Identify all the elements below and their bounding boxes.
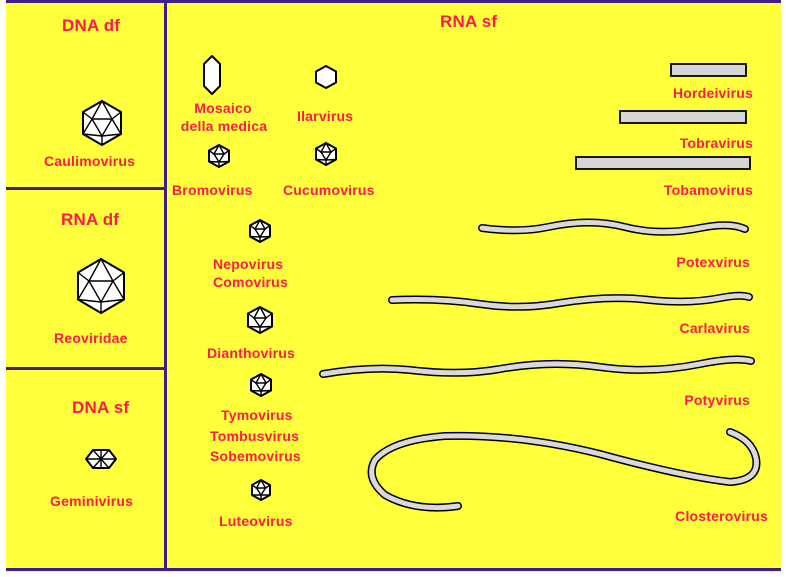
potexvirus-filament [482,223,745,232]
label-sobemovirus: Sobemovirus [210,448,301,464]
reoviridae-icon [78,259,124,313]
label-reoviridae: Reoviridae [54,330,128,346]
label-potyvirus: Potyvirus [620,392,750,408]
tobravirus-rod [620,111,746,123]
hordeivirus-rod [671,64,746,76]
section-title-dna-sf: DNA sf [72,398,129,418]
label-geminivirus: Geminivirus [50,493,133,509]
label-comovirus: Comovirus [213,274,288,290]
label-tymovirus: Tymovirus [221,407,293,423]
label-tobamovirus: Tobamovirus [600,182,753,198]
caulimovirus-icon [83,101,121,145]
section-title-rna-sf: RNA sf [440,12,497,32]
label-tobravirus: Tobravirus [620,135,753,151]
tymovirus-icon [251,374,271,396]
carlavirus-filament [392,296,749,307]
label-luteovirus: Luteovirus [219,513,293,529]
label-ilarvirus: Ilarvirus [297,108,353,124]
dianthovirus-icon [248,307,272,333]
closterovirus-filament [372,432,757,508]
section-title-dna-df: DNA df [62,16,120,36]
label-caulimovirus: Caulimovirus [44,153,135,169]
bromovirus-icon [209,145,229,167]
label-potexvirus: Potexvirus [620,254,750,270]
geminivirus-icon [86,450,116,468]
label-cucumovirus: Cucumovirus [283,182,375,198]
section-title-rna-df: RNA df [61,210,119,230]
ilarvirus-icon [316,66,336,88]
label-dianthovirus: Dianthovirus [207,345,295,361]
label-tombusvirus: Tombusvirus [210,428,299,444]
label-nepovirus: Nepovirus [213,256,283,272]
tobamovirus-rod [576,157,750,169]
label-hordeivirus: Hordeivirus [620,85,753,101]
label-closterovirus: Closterovirus [610,508,768,524]
label-mosaico-line2: della medica [172,118,276,134]
mosaico-della-medica-icon [204,56,220,94]
nepovirus-icon [250,220,270,242]
label-carlavirus: Carlavirus [620,320,750,336]
cucumovirus-icon [316,143,336,165]
potyvirus-filament [323,360,751,374]
label-bromovirus: Bromovirus [172,182,253,198]
label-mosaico-line1: Mosaico [188,100,258,116]
luteovirus-icon [252,480,270,500]
